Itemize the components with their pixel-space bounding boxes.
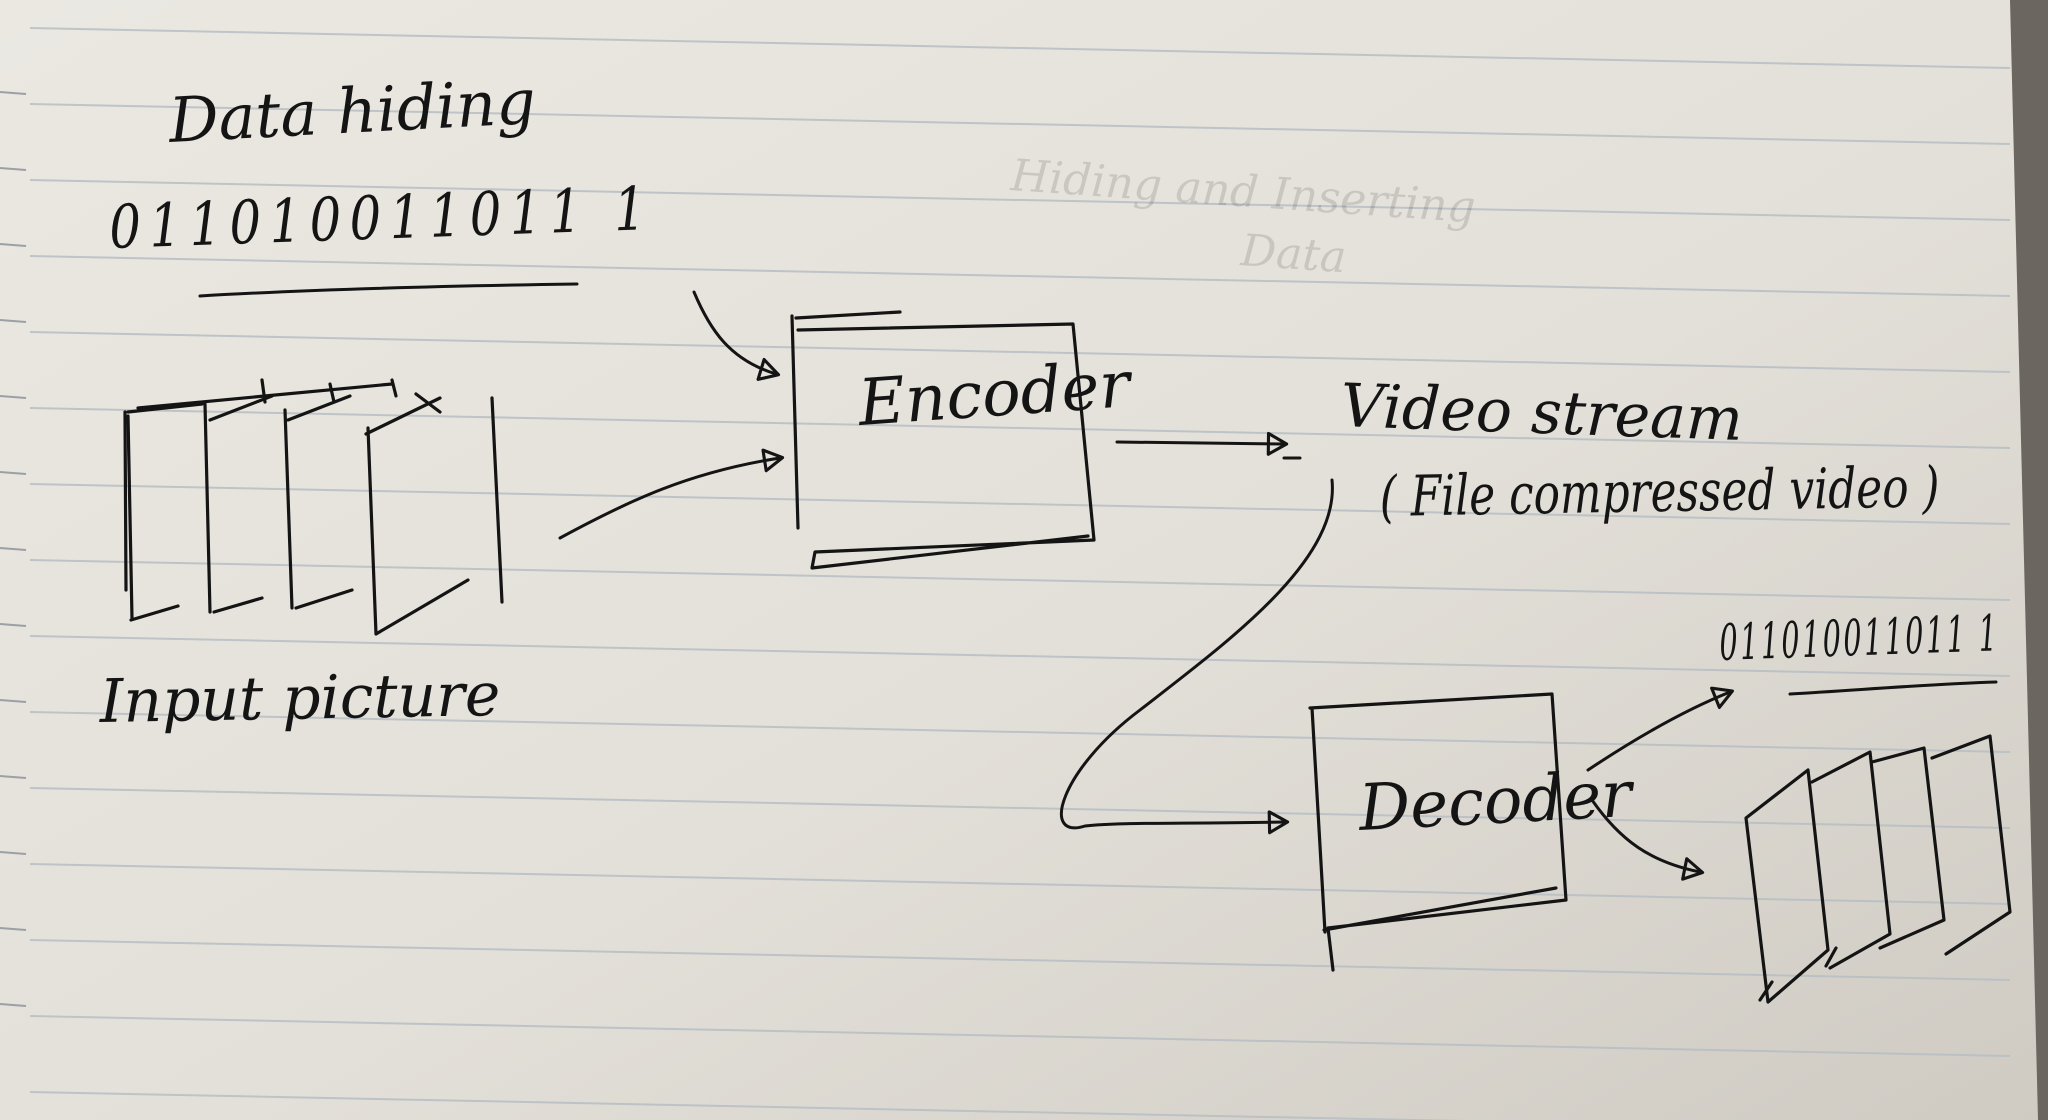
ruled-line [29, 1015, 2011, 1057]
video-stream-sublabel: ( File compressed video ) [1379, 455, 1940, 530]
ruled-line [29, 939, 2011, 981]
ghost-line-2: Data [1238, 225, 1348, 283]
ruled-line [29, 559, 2011, 601]
video-stream-label: Video stream [1339, 371, 1744, 455]
encoder-box [790, 310, 1096, 570]
page-edge-shadow [2010, 0, 2048, 1120]
ruled-line [29, 331, 2011, 373]
decoder-box [1308, 692, 1568, 972]
arrow-decoder-to-frames [1590, 798, 1705, 881]
arrow-decoder-to-bits [1586, 686, 1734, 772]
ruled-lines [29, 27, 2011, 1120]
input-picture-frames [123, 378, 504, 636]
arrow-encoder-to-stream [1115, 431, 1289, 456]
ruled-line [29, 255, 2011, 297]
margin-ticks [0, 91, 27, 1007]
recovered-bits-underline [1788, 680, 1998, 696]
arrow-frames-to-encoder [558, 448, 785, 540]
input-picture-label: Input picture [98, 660, 501, 737]
ruled-line [29, 1091, 1466, 1120]
ruled-line [29, 27, 2011, 69]
ruled-line [29, 863, 2011, 905]
secret-bits-underline [198, 282, 579, 298]
output-picture-frames [1744, 734, 2012, 1004]
ruled-line [29, 635, 2011, 677]
ruled-line [29, 483, 2011, 525]
recovered-bits: 011010011011 1 [1718, 604, 2000, 672]
ruled-line [29, 711, 2011, 753]
ruled-line [29, 179, 2011, 221]
decoder-label: Decoder [1356, 758, 1637, 846]
ruled-line [29, 103, 2011, 145]
ruled-line [29, 407, 2011, 449]
ruled-line [29, 787, 2011, 829]
arrow-stream-to-decoder [1059, 478, 1334, 835]
arrow-bits-to-encoder [692, 290, 781, 381]
